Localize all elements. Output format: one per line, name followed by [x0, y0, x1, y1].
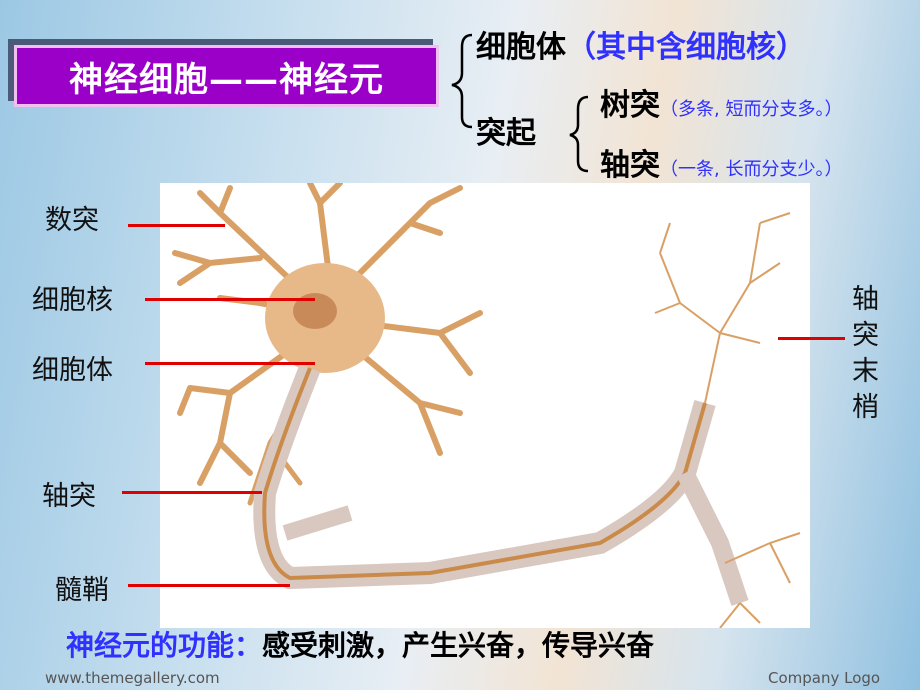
label-myelin: 髓鞘 [55, 575, 109, 606]
soma-text: 细胞体 [476, 30, 566, 65]
neuron-illustration [172, 180, 801, 629]
pointer-line [122, 491, 262, 494]
dendrite-text: 树突 [600, 88, 660, 123]
pointer-line [145, 298, 315, 301]
label-axon: 轴突 [42, 481, 96, 512]
axon-shape [262, 367, 707, 581]
label-dendrite: 数突 [45, 205, 99, 236]
soma-note: （其中含细胞核） [566, 30, 806, 65]
axon-note: （一条, 长而分支少。） [660, 159, 843, 180]
pointer-line [778, 337, 845, 340]
myelin-sheath [253, 363, 716, 590]
pointer-line [128, 224, 225, 227]
pointer-line [128, 584, 290, 587]
process-label: 突起 [476, 116, 536, 151]
label-nucleus: 细胞核 [32, 285, 113, 316]
function-label: 神经元的功能： [66, 629, 263, 662]
dendrite-note: （多条, 短而分支多。） [660, 99, 843, 120]
function-text: 感受刺激，产生兴奋，传导兴奋 [262, 629, 655, 662]
label-cell-body: 细胞体 [32, 355, 113, 386]
footer-url: www.themegallery.com [45, 669, 220, 687]
function-line: 神经元的功能：感受刺激，产生兴奋，传导兴奋 [66, 629, 654, 663]
pointer-line [145, 362, 315, 365]
slide-title: 神经细胞——神经元 [14, 45, 439, 107]
soma-label: 细胞体（其中含细胞核） [476, 22, 806, 66]
dendrite-label: 树突（多条, 短而分支多。） [600, 80, 842, 124]
axon-text: 轴突 [600, 148, 660, 183]
axon-terminals [654, 212, 801, 629]
axon-label: 轴突（一条, 长而分支少。） [600, 140, 842, 184]
axon-collateral [282, 505, 353, 541]
footer-logo: Company Logo [768, 669, 881, 687]
neuron-image [160, 180, 810, 629]
brace-icon [451, 33, 589, 173]
label-axon-terminal: 轴突末梢 [852, 284, 879, 423]
nucleus-shape [293, 293, 337, 329]
axon-branch [676, 468, 749, 606]
